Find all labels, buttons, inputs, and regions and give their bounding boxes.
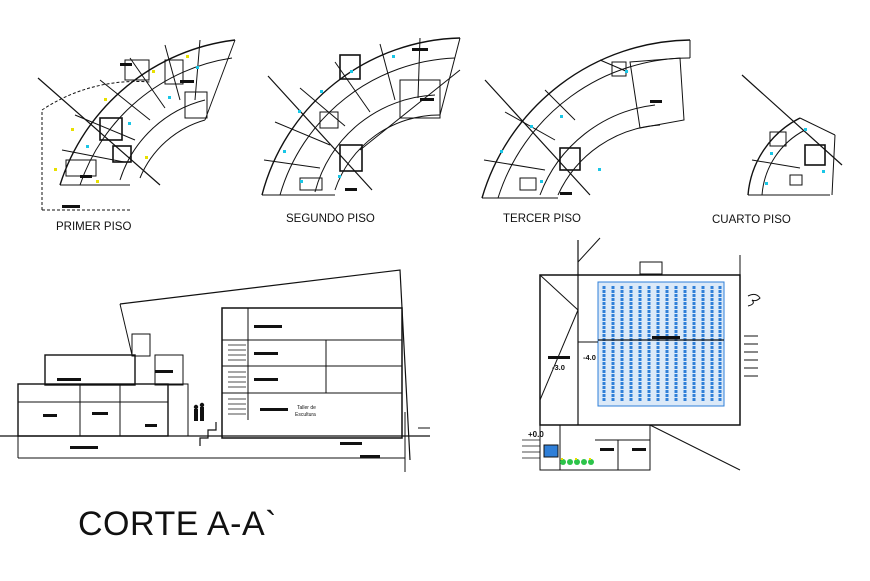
tercer-piso-plan <box>481 39 691 199</box>
section-corte-a-a: Taller de Escultura <box>0 269 430 472</box>
auditorium-plan: -3.0 -4.0 +0.0 <box>522 237 761 471</box>
seating-rows <box>602 286 722 402</box>
cuarto-piso-plan <box>741 74 843 196</box>
level-left: -3.0 <box>552 363 565 372</box>
level-lower: +0.0 <box>528 430 544 439</box>
section-title: CORTE A-A` <box>78 505 277 543</box>
taller-label-line2: Escultura <box>295 412 316 418</box>
primer-piso-plan <box>37 39 236 211</box>
segundo-piso-plan <box>261 37 461 196</box>
tercer-piso-label: TERCER PISO <box>503 213 581 225</box>
primer-piso-label: PRIMER PISO <box>56 221 132 233</box>
taller-label-line1: Taller de <box>297 405 316 411</box>
segundo-piso-label: SEGUNDO PISO <box>286 213 375 225</box>
cuarto-piso-label: CUARTO PISO <box>712 214 791 226</box>
level-mid: -4.0 <box>583 353 596 362</box>
